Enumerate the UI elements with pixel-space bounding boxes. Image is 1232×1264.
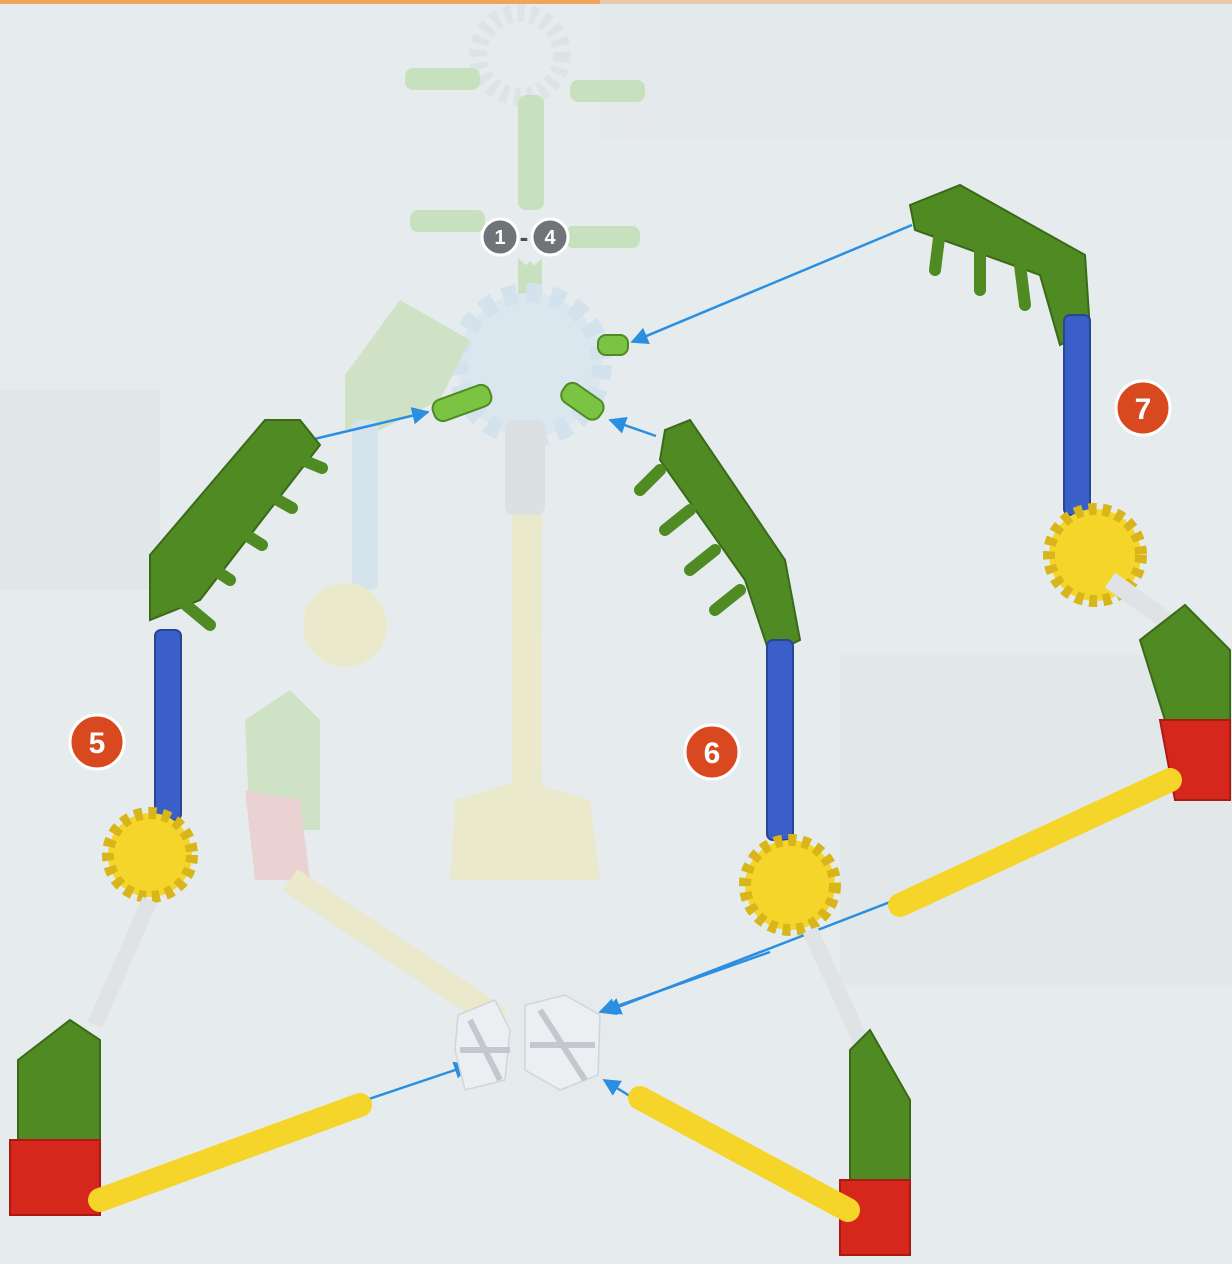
arrow-step7-top: [632, 225, 912, 342]
step-6-badge: 6: [685, 725, 739, 779]
ghost-previous-structure: [245, 13, 650, 1020]
arrow-step5-bottom: [360, 1065, 470, 1102]
step-range-end-label: 4: [544, 227, 556, 249]
step-7-badge: 7: [1116, 381, 1170, 435]
step-range-start-label: 1: [494, 227, 505, 249]
step-range-separator: -: [520, 222, 529, 252]
step-6-label: 6: [704, 737, 721, 770]
step-5-label: 5: [89, 727, 106, 760]
step-7-label: 7: [1135, 393, 1152, 426]
step-5-badge: 5: [70, 715, 124, 769]
step-range-badge: 1 - 4: [482, 219, 568, 255]
arrow-step6-top: [610, 420, 656, 436]
